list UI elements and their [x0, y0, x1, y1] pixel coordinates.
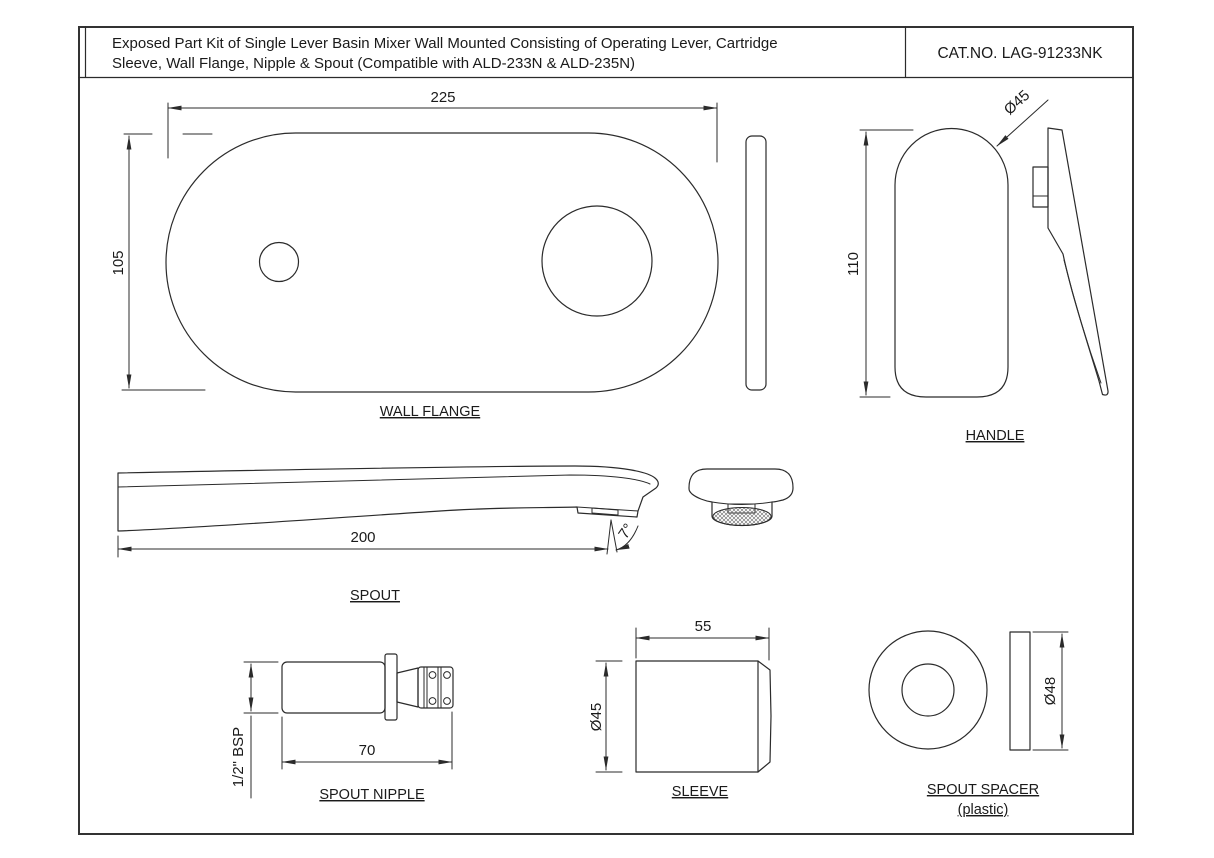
sleeve-chamfer-edge: [757, 660, 772, 773]
spacer-inner-circle: [901, 663, 955, 717]
nipple-threads: [417, 666, 454, 709]
dim-nipple-length: 70: [281, 711, 453, 770]
dim-handle-diameter: Ø45: [996, 87, 1049, 147]
wall-flange-drawing: 225 105 WALL FLANGE: [110, 89, 767, 420]
spout-spacer-material: (plastic): [958, 802, 1009, 818]
spout-nipple-label: SPOUT NIPPLE: [319, 787, 425, 803]
dim-text-half-bsp: 1/2" BSP: [230, 727, 247, 787]
dim-text-200: 200: [350, 529, 375, 546]
drawing-description-line1: Exposed Part Kit of Single Lever Basin M…: [112, 35, 778, 52]
spout-spacer-drawing: Ø48 SPOUT SPACER (plastic): [868, 630, 1069, 818]
dim-handle-height: 110: [845, 129, 914, 398]
dim-text-110: 110: [845, 252, 862, 276]
dim-text-dia48: Ø48: [1042, 677, 1059, 705]
spout-nipple-drawing: 1/2" BSP 70 SPOUT NIPPLE: [230, 653, 454, 803]
dim-nipple-thread: 1/2" BSP: [230, 661, 279, 799]
dim-sleeve-length: 55: [635, 618, 770, 661]
dim-wall-flange-height: 105: [110, 133, 213, 391]
spout-label: SPOUT: [350, 588, 400, 604]
dim-text-225: 225: [430, 89, 455, 106]
spout-end-view: [688, 468, 794, 527]
nipple-body: [281, 661, 386, 714]
spout-top-edge-line: [117, 474, 651, 488]
dim-text-sleeve-dia45: Ø45: [588, 703, 605, 731]
nipple-flange: [384, 653, 398, 721]
nipple-taper: [396, 667, 419, 708]
handle-front-view: [894, 127, 1009, 398]
catalog-number: CAT.NO. LAG-91233NK: [937, 45, 1103, 62]
dim-text-7deg: 7°: [615, 521, 637, 543]
dim-text-55: 55: [695, 618, 712, 635]
wall-flange-spout-hole: [541, 205, 653, 317]
dim-spout-length: 200: [117, 529, 609, 558]
spout-tip-outline: [688, 468, 794, 527]
dim-spacer-diameter: Ø48: [1032, 631, 1069, 751]
dim-spout-angle: 7°: [606, 519, 639, 555]
handle-drawing: 110 Ø45 HANDLE: [845, 87, 1109, 444]
handle-label: HANDLE: [966, 428, 1025, 444]
wall-flange-front-view: [165, 132, 719, 393]
dim-text-70: 70: [359, 742, 376, 759]
drawing-description-line2: Sleeve, Wall Flange, Nipple & Spout (Com…: [112, 55, 635, 72]
spout-drawing: 7° 200 SPOUT: [117, 465, 794, 604]
handle-side-view: [1047, 127, 1109, 396]
wall-flange-label: WALL FLANGE: [380, 404, 481, 420]
dim-wall-flange-width: 225: [167, 89, 718, 163]
dim-text-dia45: Ø45: [1001, 87, 1033, 119]
dim-sleeve-diameter: Ø45: [588, 660, 623, 773]
spacer-outer-circle: [868, 630, 988, 750]
sleeve-label: SLEEVE: [672, 784, 729, 800]
spout-side-view: [117, 465, 659, 532]
sleeve-drawing: 55 Ø45 SLEEVE: [588, 618, 772, 800]
title-block: Exposed Part Kit of Single Lever Basin M…: [78, 26, 1134, 835]
dim-text-105: 105: [110, 250, 127, 275]
spout-spacer-label: SPOUT SPACER: [927, 782, 1039, 798]
handle-side-view-edge-line: [1063, 259, 1102, 384]
wall-flange-handle-hole: [258, 241, 300, 283]
sleeve-body: [635, 660, 759, 773]
sheet-border: [78, 26, 1134, 835]
wall-flange-side-view: [745, 135, 767, 391]
handle-stem: [1032, 166, 1049, 208]
spacer-side-view: [1009, 631, 1031, 751]
spout-aerator-mesh: [712, 507, 772, 526]
spout-aerator-detail: [591, 507, 619, 516]
